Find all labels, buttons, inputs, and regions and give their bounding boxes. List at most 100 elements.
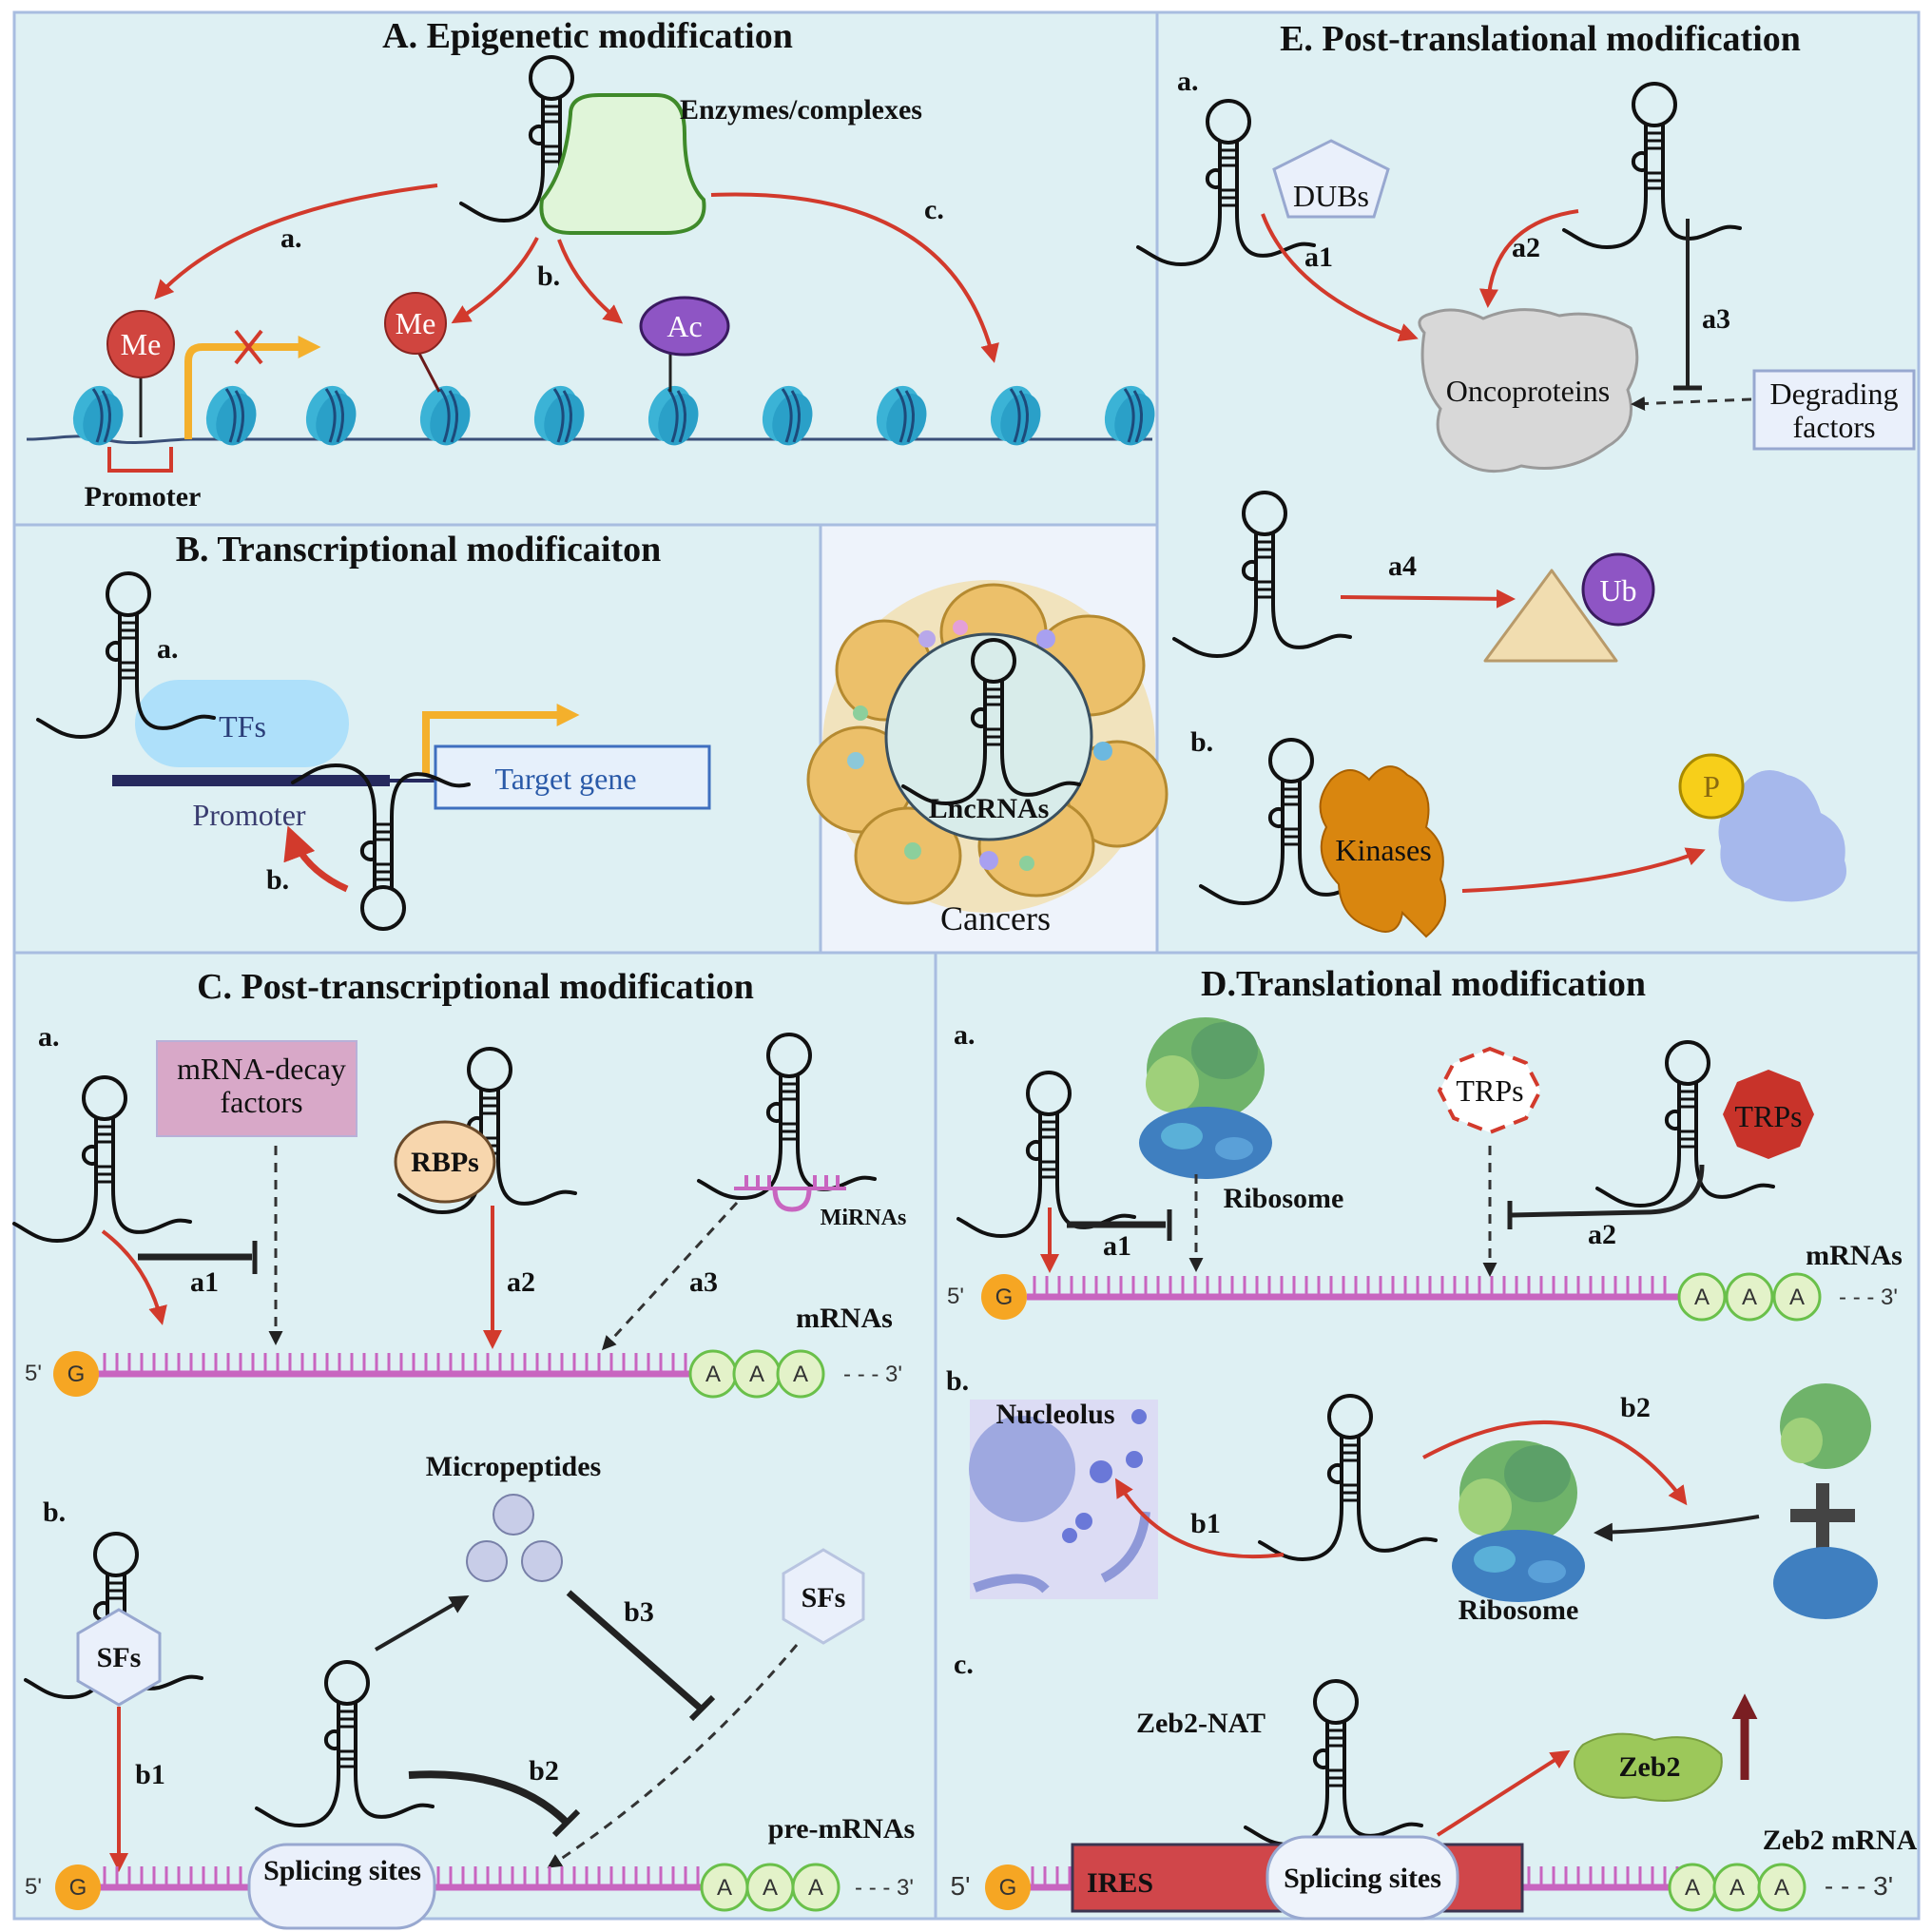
label-b1: b1: [135, 1759, 165, 1790]
trps-label-bound: TRPs: [1734, 1099, 1802, 1133]
polya-label: A: [793, 1362, 808, 1387]
cap-circle: [985, 1864, 1031, 1910]
sfs-label-free: SFs: [802, 1582, 846, 1613]
zeb2-protein-shape: [1574, 1732, 1723, 1802]
arrow-b-ac: [557, 239, 624, 324]
polya-circle: [1772, 1272, 1822, 1322]
polya-label: A: [763, 1875, 778, 1901]
block-x-icon: [234, 329, 263, 365]
target-gene-box: [434, 744, 711, 810]
polya-label: A: [1774, 1875, 1789, 1901]
panel-c-title: C. Post-transcriptional modification: [197, 967, 754, 1007]
decay-label-line2: factors: [220, 1085, 302, 1119]
acetyl-mark: [639, 296, 730, 357]
tfs-shape: [135, 680, 349, 767]
arrow-b-me: [451, 237, 539, 324]
section-b-label: b.: [1190, 726, 1213, 758]
label-a2: a2: [507, 1266, 535, 1298]
section-c-label: c.: [954, 1649, 974, 1680]
p-label: P: [1703, 769, 1720, 803]
cap-label: G: [999, 1875, 1017, 1901]
arrow-zeb2: [1436, 1749, 1571, 1837]
label-b: b.: [266, 864, 289, 896]
panel-e-title: E. Post-translational modification: [1280, 19, 1801, 59]
polya-label: A: [1685, 1875, 1700, 1901]
enzymes-label: Enzymes/complexes: [680, 94, 922, 126]
promoter-label-a: Promoter: [85, 481, 202, 512]
polya-label: A: [717, 1875, 732, 1901]
arrow-a1-red: [101, 1229, 167, 1325]
kinases-shape: [1319, 765, 1446, 938]
acetyl-label: Ac: [667, 309, 702, 343]
label-a1: a1: [1304, 242, 1333, 273]
five-prime-label: 5': [951, 1871, 971, 1901]
mrna-decay-box: [156, 1040, 357, 1137]
mrnas-label: mRNAs: [1806, 1240, 1903, 1271]
label-b3: b3: [624, 1596, 654, 1628]
label-b: b.: [537, 261, 560, 292]
decay-label-line1: mRNA-decay: [177, 1052, 346, 1086]
arrow-degrading: [1631, 396, 1752, 412]
label-a2: a2: [1588, 1219, 1616, 1250]
panel-d-title: D.Translational modification: [1201, 964, 1646, 1004]
enzyme-complex-shape: [539, 93, 706, 235]
three-prime-label: - - - 3': [1839, 1285, 1898, 1310]
polya-label: A: [749, 1362, 764, 1387]
inhibit-b2: [408, 1770, 570, 1826]
arrow-a4: [1340, 589, 1516, 609]
arrow-a: [154, 184, 438, 299]
arrow-b: [283, 825, 349, 893]
splicing-sites-box: [1265, 1835, 1459, 1921]
methyl-mark-promoter: [106, 310, 175, 378]
zeb2nat-label: Zeb2-NAT: [1136, 1708, 1265, 1739]
cancers-label: Cancers: [940, 899, 1051, 937]
label-c: c.: [924, 194, 944, 225]
sfs-hexagon: [76, 1608, 162, 1707]
methyl-label-histone: Me: [396, 306, 436, 340]
nucleolus-label: Nucleolus: [995, 1399, 1114, 1430]
label-a4: a4: [1388, 551, 1417, 582]
phosphate-circle: [1678, 753, 1745, 820]
arrow-phosphorylation: [1461, 847, 1706, 893]
label-a: a.: [280, 222, 302, 254]
section-a-label: a.: [954, 1019, 976, 1051]
premrna-strand: 5' G Splicing sites A A A - - - 3': [25, 1843, 914, 1930]
ribosome-label-a: Ribosome: [1224, 1183, 1344, 1214]
rbps-label: RBPs: [411, 1147, 479, 1178]
panel-b-frame: [12, 523, 822, 955]
micropeptides-label: Micropeptides: [426, 1451, 601, 1482]
polya-label: A: [705, 1362, 721, 1387]
arrow-micropeptides: [374, 1594, 470, 1652]
label-a2: a2: [1512, 232, 1540, 263]
label-b2: b2: [1620, 1392, 1651, 1423]
label-a: a.: [157, 633, 179, 665]
polya-label: A: [1742, 1285, 1757, 1310]
cap-circle: [981, 1274, 1027, 1320]
polya-circle: [1725, 1272, 1774, 1322]
zeb2-mrna-strand: 5' G IRES Splicing sites A A A - - - 3': [951, 1835, 1893, 1921]
five-prime-label: 5': [25, 1874, 42, 1900]
cap-label: G: [69, 1875, 87, 1901]
section-a-label: a.: [1177, 66, 1199, 97]
dubs-label: DUBs: [1293, 179, 1369, 213]
polya-label: A: [1729, 1875, 1745, 1901]
inhibit-a2: [1511, 1164, 1705, 1218]
ribosome-icon: [1139, 1017, 1272, 1179]
arrow-b2: [1422, 1420, 1688, 1506]
rbps-circle: [394, 1120, 496, 1204]
cap-label: G: [68, 1362, 86, 1387]
ribosome-label-b: Ribosome: [1459, 1594, 1579, 1626]
three-prime-label: - - - 3': [843, 1362, 902, 1387]
methyl-label-promoter: Me: [121, 327, 162, 361]
sfs-label: SFs: [97, 1642, 142, 1673]
ubiquitin-ligase-triangle: [1483, 569, 1618, 663]
panel-a-title: A. Epigenetic modification: [382, 16, 793, 56]
section-b-label: b.: [946, 1365, 969, 1397]
polya-circle: [1677, 1272, 1727, 1322]
degrading-factors-box: [1752, 369, 1916, 451]
polya-label: A: [1694, 1285, 1710, 1310]
micropeptide-circle: [466, 1540, 508, 1582]
polya-label: A: [1789, 1285, 1805, 1310]
panel-b: B. Transcriptional modificaiton TFs a. T…: [36, 530, 711, 931]
